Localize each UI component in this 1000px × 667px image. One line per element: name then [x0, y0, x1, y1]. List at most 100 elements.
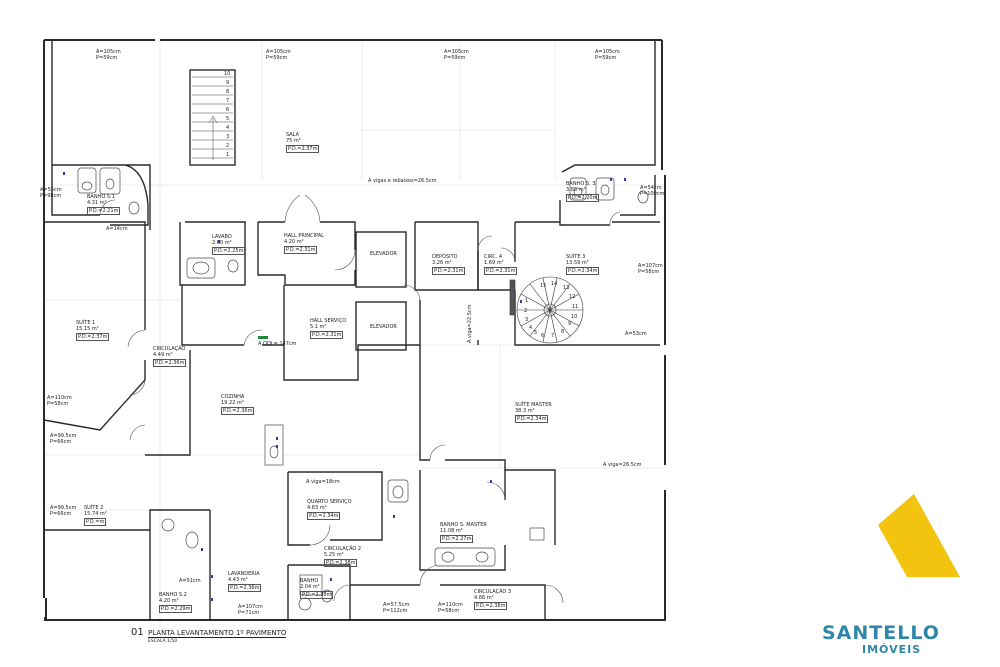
spiral-step-12: 12 — [569, 294, 576, 300]
spiral-step-6: 6 — [541, 333, 545, 339]
room-area: 4.31 m² — [87, 200, 107, 206]
room-area: 4.20 m² — [159, 598, 179, 604]
room-name: BANHO S. 3 — [566, 181, 596, 187]
stair-step-7: 7 — [226, 98, 230, 104]
spiral-step-2: 2 — [524, 308, 528, 314]
room-area: 5.1 m² — [310, 324, 327, 330]
room-circulacao: CIRCULAÇÃO 4.49 m² P.D.=2.36m — [153, 346, 187, 367]
spiral-step-13: 13 — [563, 285, 570, 291]
stair-step-5: 5 — [226, 116, 230, 122]
room-pd: P.D.=2.38m — [324, 558, 358, 567]
room-pd: P.D.=2.25m — [212, 246, 246, 255]
room-name: LAVABO — [212, 234, 232, 240]
dim-line: P=100cm — [640, 191, 665, 197]
room-area: 2.04 m² — [300, 584, 320, 590]
dim-line: A=51cm — [179, 578, 201, 584]
dim-line: A=110cm — [438, 602, 463, 608]
room-hall-principal: HALL PRINCIPAL 4.20 m² P.D.=2.31m — [284, 233, 324, 254]
room-elevador-2: ELEVADOR — [370, 324, 397, 330]
room-pd: P.D.=2.37m — [286, 144, 320, 153]
room-hall-servico: HALL SERVIÇO 5.1 m² P.D.=2.31m — [310, 318, 346, 339]
dim-line: P=58cm — [438, 608, 460, 614]
room-pd: P.D.=2.38m — [474, 601, 508, 610]
room-banho-s1: BANHO S.1 4.31 m² P.D.=2.21m — [87, 194, 121, 215]
dim-aviga18: A viga=18cm — [306, 479, 340, 485]
dim-line: P=66cm — [50, 439, 72, 445]
dim-line: P=66cm — [50, 511, 72, 517]
room-name: CIRC. 4 — [484, 254, 503, 260]
room-name: COZINHA — [221, 394, 245, 400]
dim-line: A=99.5cm — [50, 433, 77, 439]
door-swings — [99, 194, 621, 604]
dim-a14: A=14cm — [106, 226, 128, 232]
room-pd: P.D.=2.29m — [159, 604, 193, 613]
spiral-step-5: 5 — [534, 330, 538, 336]
room-area: 19.22 m² — [221, 400, 244, 406]
room-pd: P.D.=2.20m — [566, 193, 600, 202]
interior-walls — [43, 40, 660, 620]
dim-line: A=107cm — [638, 263, 663, 269]
spiral-step-15: 15 — [540, 283, 547, 289]
markers — [63, 172, 626, 601]
room-area: 75 m² — [286, 138, 301, 144]
room-name: SUÍTE 2 — [84, 505, 104, 511]
dim-line: A=14cm — [106, 226, 128, 232]
stair-step-3: 3 — [226, 134, 230, 140]
dim-line: A=57.5cm — [383, 602, 410, 608]
dim-aqdl: A QDL= 147cm — [258, 341, 297, 347]
room-sala: SALA 75 m² P.D.=2.37m — [286, 132, 320, 153]
room-pd: P.D.=2.34m — [515, 414, 549, 423]
room-banho-s2: BANHO S.2 4.20 m² P.D.=2.29m — [159, 592, 193, 613]
stair-step-9: 9 — [226, 80, 230, 86]
dim-vigas: A vigas e rebaixos=26.5cm — [368, 178, 437, 184]
dim-line: A=105cm — [444, 49, 469, 55]
dim-line: A=99.5cm — [50, 505, 77, 511]
outer-walls — [43, 39, 666, 621]
sheet-scale: ESCALA 1/50 — [148, 639, 178, 644]
room-cozinha: COZINHA 19.22 m² P.D.=2.36m — [221, 394, 255, 415]
brand-name: SANTELLO — [822, 622, 940, 644]
room-name: CIRCULAÇÃO — [153, 346, 186, 352]
room-suite-3: SUÍTE 3 13.59 m² P.D.=2.34m — [566, 254, 600, 275]
room-pd: P.D.=2.34m — [307, 511, 341, 520]
room-area: 38.3 m² — [515, 408, 535, 414]
room-area: 2.60 m² — [212, 240, 232, 246]
room-area: 1.69 m² — [484, 260, 504, 266]
sheet-title: PLANTA LEVANTAMENTO 1º PAVIMENTO — [148, 629, 287, 638]
room-area: 4.86 m² — [474, 595, 494, 601]
dim-a53: A=53cm — [625, 331, 647, 337]
room-suite-master: SUÍTE MASTER 38.3 m² P.D.=2.34m — [515, 402, 552, 423]
room-name: HALL PRINCIPAL — [284, 233, 324, 239]
room-name: SUÍTE 1 — [76, 320, 96, 326]
dim-line: A=110cm — [47, 395, 72, 401]
dim-line: A viga=18cm — [306, 479, 340, 485]
stair-step-1: 1 — [226, 152, 230, 158]
room-pd: P.D.=2.31m — [284, 245, 318, 254]
dim-line: P=59cm — [444, 55, 466, 61]
brand-subtitle: IMÓVEIS — [862, 643, 922, 656]
dim-line: P=59cm — [595, 55, 617, 61]
room-banho-s-master: BANHO S. MASTER 11.08 m² P.D.=2.27m — [440, 522, 487, 543]
room-pd: P.D.=2.34m — [566, 266, 600, 275]
room-suite-1: SUÍTE 1 15.15 m² P.D.=2.37m — [76, 320, 110, 341]
dim-line: P=98cm — [40, 193, 62, 199]
room-name: SUÍTE MASTER — [515, 402, 552, 408]
spiral-step-3: 3 — [525, 317, 529, 323]
dim-line: A=107cm — [238, 604, 263, 610]
dim-line: A vigas e rebaixos=26.5cm — [368, 178, 437, 184]
room-circ-4: CIRC. 4 1.69 m² P.D.=2.31m — [484, 254, 518, 275]
room-pd: P.D.=2.27m — [440, 534, 474, 543]
dim-line: A=54cm — [640, 185, 662, 191]
room-area: 3.85 m² — [566, 187, 586, 193]
spiral-step-4: 4 — [529, 325, 533, 331]
